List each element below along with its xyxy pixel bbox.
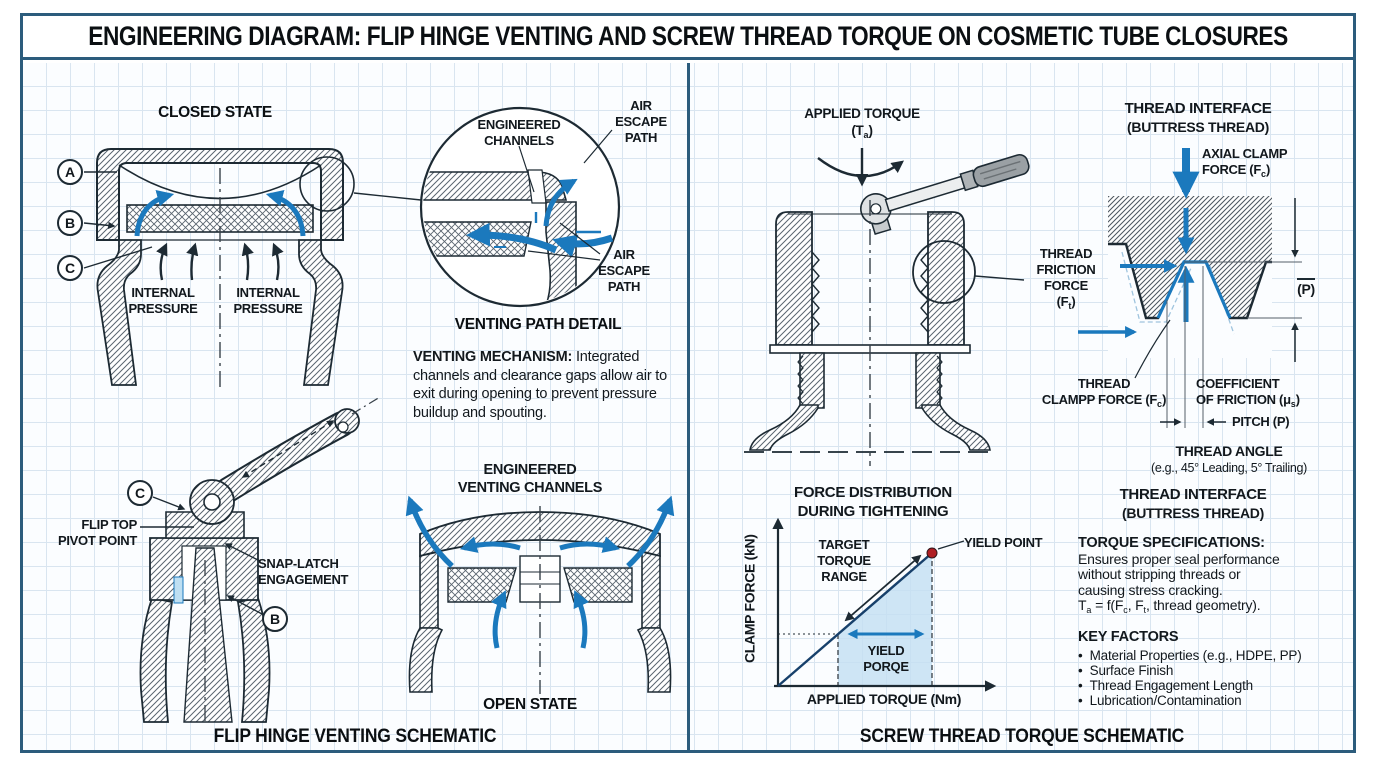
thread-interface-drawing [1078,148,1302,428]
engineered-channels-label: ENGINEERED CHANNELS [477,117,561,149]
venting-path-detail-drawing [419,106,621,308]
chart-title: FORCE DISTRIBUTION DURING TIGHTENING [794,484,952,520]
key-factor-item: • Lubrication/Contamination [1078,693,1242,709]
applied-torque-label: APPLIED TORQUE (Ta) [804,106,920,140]
pitch-dimension-label: (P) [1286,278,1326,298]
axial-clamp-force-label: AXIAL CLAMP FORCE (Fc) [1202,146,1288,180]
thread-clamp-force-label: THREAD CLAMPP FORCE (Fc) [1041,376,1167,410]
flip-top-pivot-label: FLIP TOP PIVOT POINT [57,517,137,549]
key-factor-item: • Surface Finish [1078,662,1174,678]
torque-specifications-block: TORQUE SPECIFICATIONS: Ensures proper se… [1078,535,1354,615]
callout-c: C [57,255,83,281]
closed-state-drawing [83,148,422,388]
key-factors-block: KEY FACTORS • Material Properties (e.g.,… [1078,629,1354,709]
engineered-venting-channels-heading: ENGINEERED VENTING CHANNELS [457,462,603,496]
callout-c-hinge: C [127,480,153,506]
right-panel-caption: SCREW THREAD TORQUE SCHEMATIC [859,726,1185,747]
panel-divider [687,63,690,750]
key-factors-list: • Material Properties (e.g., HDPE, PP) •… [1078,648,1354,709]
air-escape-path-top-label: AIR ESCAPE PATH [615,98,667,146]
key-factor-item: • Material Properties (e.g., HDPE, PP) [1078,647,1302,663]
thread-friction-force-label: THREAD FRICTION FORCE (Ft) [1036,246,1096,312]
air-escape-path-bottom-label: AIR ESCAPE PATH [598,247,650,295]
thread-interface-bottom-heading: THREAD INTERFACE (BUTTRESS THREAD) [1119,486,1267,521]
internal-pressure-left-label: INTERNAL PRESSURE [128,285,198,317]
closed-state-heading: CLOSED STATE [158,104,272,121]
target-torque-range-label: TARGET TORQUE RANGE [817,537,871,585]
yield-torque-label: YIELD PORQE [863,643,909,675]
key-factor-item: • Thread Engagement Length [1078,677,1253,693]
chart-y-axis-label: CLAMP FORCE (kN) [741,534,758,664]
title-bar: ENGINEERING DIAGRAM: FLIP HINGE VENTING … [23,16,1353,60]
venting-path-detail-heading: VENTING PATH DETAIL [454,316,622,333]
pitch-label: PITCH (P) [1232,414,1290,429]
thread-angle-label: THREAD ANGLE (e.g., 45° Leading, 5° Trai… [1150,443,1308,476]
callout-b: B [57,210,83,236]
coefficient-of-friction-label: COEFFICIENT OF FRICTION (μs) [1196,376,1300,410]
torque-formula: Ta = f(Fc, Ft, thread geometry). [1078,597,1261,615]
chart-x-axis-label: APPLIED TORQUE (Nm) [806,691,962,707]
open-state-drawing [405,495,675,694]
yield-point-label: YIELD POINT [964,535,1043,550]
torque-wrench-drawing [817,148,1030,236]
snap-latch-label: SNAP-LATCH ENGAGEMENT [258,556,349,588]
thread-interface-top-heading: THREAD INTERFACE (BUTTRESS THREAD) [1124,100,1272,135]
callout-b-hinge: B [262,606,288,632]
left-panel-caption: FLIP HINGE VENTING SCHEMATIC [213,726,497,747]
internal-pressure-right-label: INTERNAL PRESSURE [233,285,303,317]
venting-mechanism-text: VENTING MECHANISM: Integrated channels a… [413,349,667,421]
bottle-cross-section-drawing [744,200,1025,466]
page-title: ENGINEERING DIAGRAM: FLIP HINGE VENTING … [88,21,1288,51]
flip-hinge-drawing [139,396,381,723]
callout-a: A [57,159,83,185]
open-state-heading: OPEN STATE [483,696,577,713]
force-distribution-chart [772,517,997,692]
